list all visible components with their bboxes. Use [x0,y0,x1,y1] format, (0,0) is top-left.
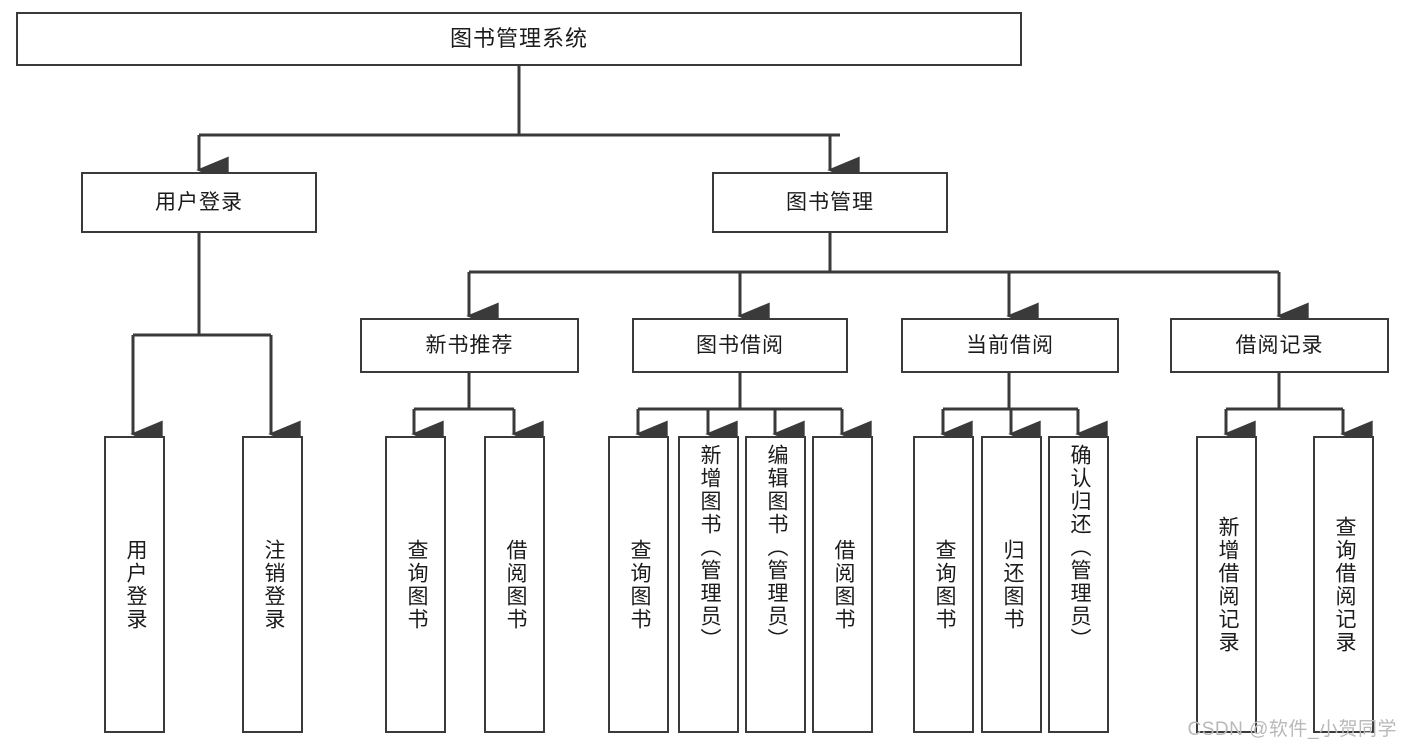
leaf-label: 借阅图书 [831,538,855,631]
leaf-borrow-query-book[interactable]: 查询图书 [608,436,669,733]
leaf-label: 查询图书 [932,538,956,631]
leaf-current-return-book[interactable]: 归还图书 [981,436,1042,733]
leaf-current-query-book[interactable]: 查询图书 [913,436,974,733]
csdn-watermark: CSDN @软件_小贺同学 [1187,719,1397,740]
leaf-label: 查询借阅记录 [1332,515,1356,654]
leaf-label: 归还图书 [1000,538,1024,631]
leaf-label: 查询图书 [627,538,651,631]
node-user-login[interactable]: 用户登录 [81,172,317,233]
leaf-label: 确认归还（管理员） [1067,444,1091,651]
leaf-user-login-do[interactable]: 用户登录 [104,436,165,733]
leaf-label: 编辑图书（管理员） [764,444,788,651]
leaf-record-add-record[interactable]: 新增借阅记录 [1196,436,1257,733]
leaf-record-query-record[interactable]: 查询借阅记录 [1313,436,1374,733]
leaf-borrow-borrow-book[interactable]: 借阅图书 [812,436,873,733]
leaf-label: 注销登录 [261,538,285,631]
leaf-borrow-edit-book-admin[interactable]: 编辑图书（管理员） [745,436,806,733]
node-book-borrow[interactable]: 图书借阅 [632,318,848,373]
node-book-management[interactable]: 图书管理 [712,172,948,233]
leaf-recommend-query-book[interactable]: 查询图书 [385,436,446,733]
leaf-label: 借阅图书 [503,538,527,631]
leaf-user-logout[interactable]: 注销登录 [242,436,303,733]
leaf-current-confirm-return-admin[interactable]: 确认归还（管理员） [1048,436,1109,733]
node-root-system[interactable]: 图书管理系统 [16,12,1022,66]
leaf-label: 查询图书 [404,538,428,631]
leaf-recommend-borrow-book[interactable]: 借阅图书 [484,436,545,733]
leaf-label: 新增图书（管理员） [697,444,721,651]
node-borrow-record[interactable]: 借阅记录 [1170,318,1389,373]
node-new-book-recommend[interactable]: 新书推荐 [360,318,579,373]
leaf-label: 用户登录 [123,538,147,631]
node-current-borrow[interactable]: 当前借阅 [901,318,1119,373]
leaf-label: 新增借阅记录 [1215,515,1239,654]
leaf-borrow-add-book-admin[interactable]: 新增图书（管理员） [678,436,739,733]
